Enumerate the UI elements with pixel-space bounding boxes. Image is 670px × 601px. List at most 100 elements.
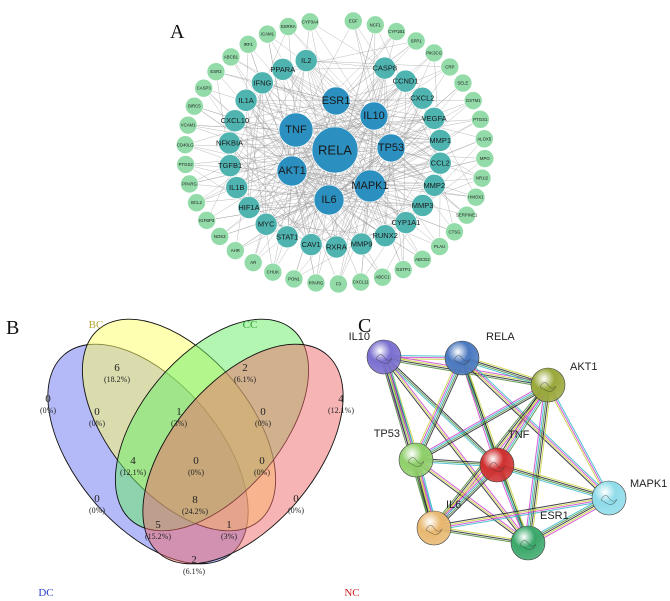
network-node-rela[interactable]: RELA xyxy=(311,126,359,174)
network-node-chuk[interactable]: CHUK xyxy=(263,262,283,282)
venn-region-count: 1 xyxy=(226,519,232,531)
network-node-crp[interactable]: CRP xyxy=(440,57,460,77)
network-node-akt1[interactable]: AKT1 xyxy=(276,155,308,187)
network-node-il1b[interactable]: IL1B xyxy=(225,176,249,199)
network-node-serpine1[interactable]: SERPINE1 xyxy=(456,205,478,225)
network-node-abcb1[interactable]: ABCB1 xyxy=(221,47,241,67)
network-node-ccnd1[interactable]: CCND1 xyxy=(393,69,419,93)
network-node-tnf[interactable]: TNF xyxy=(278,112,314,148)
network-node-pon1[interactable]: PON1 xyxy=(284,269,304,289)
network-node-rxra[interactable]: RXRA xyxy=(325,235,348,259)
network-node-ncf1[interactable]: NCF1 xyxy=(366,15,385,35)
network-node-hmox1[interactable]: HMOX1 xyxy=(466,187,486,207)
network-edge xyxy=(369,158,485,187)
string-edge xyxy=(383,356,435,529)
network-node-bcl2[interactable]: BCL2 xyxy=(187,193,206,213)
network-node-label: EGF xyxy=(349,18,358,23)
network-node-ptgs1[interactable]: PTGS1 xyxy=(471,110,490,129)
network-node-label: CD40LG xyxy=(177,142,194,147)
network-node-hif1a[interactable]: HIF1A xyxy=(237,196,261,219)
network-node-label: AHR xyxy=(231,248,240,253)
network-node-label: IL1A xyxy=(238,96,253,105)
network-node-myc[interactable]: MYC xyxy=(254,212,278,236)
network-node-cyp1a1[interactable]: CYP1A1 xyxy=(392,211,421,234)
network-node-circle xyxy=(351,272,371,292)
network-node-cxcl10[interactable]: CXCL10 xyxy=(221,109,249,132)
network-node-nr1i2[interactable]: NR1I2 xyxy=(472,168,492,188)
network-node-circle xyxy=(275,225,299,249)
network-node-esr1[interactable]: ESR1 xyxy=(322,86,351,116)
string-edge xyxy=(496,466,609,501)
network-node-esr2[interactable]: ESR2 xyxy=(206,62,226,81)
network-node-mpo[interactable]: MPO xyxy=(475,149,495,168)
network-node-ifng[interactable]: IFNG xyxy=(251,71,274,95)
network-node-pparg[interactable]: PPARG xyxy=(306,273,326,293)
network-node-il1a[interactable]: IL1A xyxy=(234,88,258,112)
network-node-il10[interactable]: IL10 xyxy=(359,101,389,131)
network-node-irf1[interactable]: IRF1 xyxy=(238,35,258,54)
network-node-cyp1b1[interactable]: CYP1B1 xyxy=(387,22,406,41)
network-node-icam1[interactable]: ICAM1 xyxy=(258,24,277,44)
network-node-nos3[interactable]: NOS3 xyxy=(210,227,230,246)
network-node-ahr[interactable]: AHR xyxy=(226,241,245,260)
network-node-vcam1[interactable]: VCAM1 xyxy=(178,115,198,135)
network-node-cxcl11[interactable]: CXCL11 xyxy=(351,272,371,292)
network-node-abcc1[interactable]: ABCC1 xyxy=(373,267,392,287)
network-node-mmp2[interactable]: MMP2 xyxy=(422,173,446,197)
network-node-sele[interactable]: SELE xyxy=(453,73,473,93)
network-edge xyxy=(248,147,392,208)
network-node-egf[interactable]: EGF xyxy=(343,11,363,31)
network-edge xyxy=(338,115,375,285)
network-node-tp53[interactable]: TP53 xyxy=(376,133,406,163)
venn-region-percent: (0%) xyxy=(255,419,271,428)
network-node-cd40lg[interactable]: CD40LG xyxy=(175,135,195,155)
network-node-pparg[interactable]: PPARG xyxy=(180,174,199,194)
network-node-mmp9[interactable]: MMP9 xyxy=(350,232,373,256)
network-node-casp3[interactable]: CASP3 xyxy=(194,78,213,98)
network-node-ppara[interactable]: PPARA xyxy=(270,58,295,81)
string-node-rela[interactable]: RELA xyxy=(444,331,515,376)
network-node-f3[interactable]: F3 xyxy=(329,274,348,294)
network-node-vegfa[interactable]: VEGFA xyxy=(422,107,447,130)
network-node-birc5[interactable]: BIRC5 xyxy=(185,96,204,116)
string-node-il6[interactable]: IL6 xyxy=(416,499,461,546)
network-node-ptgs2[interactable]: PTGS2 xyxy=(176,155,195,174)
network-node-nfkbia[interactable]: NFKBIA xyxy=(216,131,243,155)
network-node-tgfb1[interactable]: TGFB1 xyxy=(218,154,242,177)
network-node-gstp1[interactable]: GSTP1 xyxy=(393,260,413,279)
network-node-mmp3[interactable]: MMP3 xyxy=(411,194,434,217)
string-node-tp53[interactable]: TP53 xyxy=(374,428,434,478)
protein-structure-icon xyxy=(375,354,393,364)
network-node-ar[interactable]: AR xyxy=(243,253,263,272)
string-node-il10[interactable]: IL10 xyxy=(349,331,402,375)
network-node-pik3cg[interactable]: PIK3CG xyxy=(424,43,444,63)
network-node-mmp1[interactable]: MMP1 xyxy=(428,129,452,152)
string-node-tnf[interactable]: TNF xyxy=(479,429,530,483)
string-node-mapk1[interactable]: MAPK1 xyxy=(591,478,667,516)
network-node-ccl2[interactable]: CCL2 xyxy=(428,151,452,175)
network-node-alox5[interactable]: ALOX5 xyxy=(474,129,494,149)
string-node-akt1[interactable]: AKT1 xyxy=(530,361,598,403)
network-node-il2[interactable]: IL2 xyxy=(294,49,318,72)
venn-region-count: 2 xyxy=(191,554,197,566)
network-node-casp8[interactable]: CASP8 xyxy=(372,56,397,80)
network-node-ctsg[interactable]: CTSG xyxy=(445,222,464,242)
network-node-abcg2[interactable]: ABCG2 xyxy=(413,249,432,269)
string-node-label: TNF xyxy=(508,429,530,441)
network-node-il6[interactable]: IL6 xyxy=(313,184,345,216)
string-edge xyxy=(415,357,463,461)
network-node-mapk1[interactable]: MAPK1 xyxy=(351,169,389,203)
network-node-cyp3a4[interactable]: CYP3A4 xyxy=(300,12,320,32)
network-node-spp1[interactable]: SPP1 xyxy=(406,31,426,51)
network-node-esrra[interactable]: ESRRA xyxy=(278,17,298,36)
network-node-plau[interactable]: PLAU xyxy=(430,237,449,256)
network-node-gstm1[interactable]: GSTM1 xyxy=(463,91,483,110)
string-node-esr1[interactable]: ESR1 xyxy=(510,510,569,561)
network-node-cxcl2[interactable]: CXCL2 xyxy=(410,86,434,110)
network-node-cav1[interactable]: CAV1 xyxy=(299,233,323,256)
network-edge xyxy=(390,147,404,270)
network-node-igfbp3[interactable]: IGFBP3 xyxy=(197,211,216,230)
protein-structure-icon xyxy=(519,540,537,550)
network-node-stat1[interactable]: STAT1 xyxy=(275,225,299,249)
network-node-runx2[interactable]: RUNX2 xyxy=(372,224,398,247)
